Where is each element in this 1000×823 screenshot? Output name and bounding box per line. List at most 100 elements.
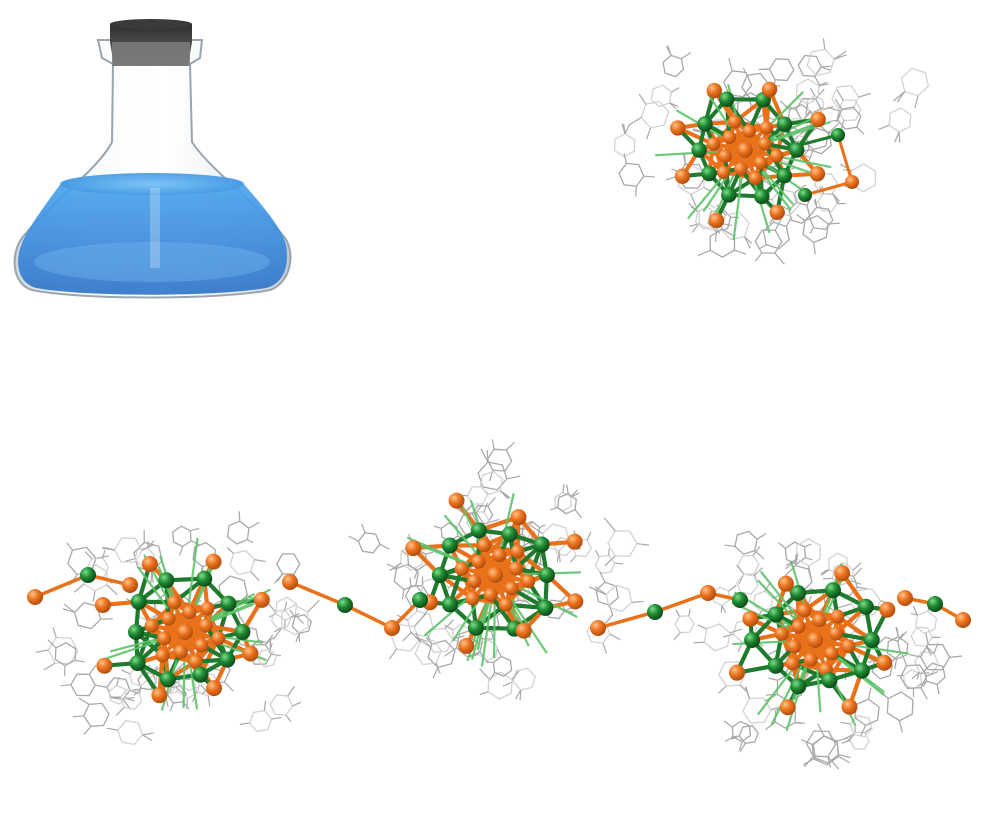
gold-atom [774,626,789,641]
metal-atoms [670,81,859,229]
green-atom [824,582,841,599]
green-atom [798,188,812,202]
ligand-bond [138,685,142,695]
gold-atom [173,644,188,659]
metal-ligand-bond [493,603,496,659]
gold-atom [708,212,725,229]
ligand-bond [805,557,813,561]
green-atom [701,165,717,182]
gold-atom [492,548,507,563]
ligand-bond [794,554,797,566]
ligand-bond [817,723,825,737]
ligand-bond [444,624,454,631]
metal-ligand-bond [761,171,792,211]
ligand-bond [691,223,700,233]
gold-atom [734,162,748,176]
gold-atom [809,166,826,182]
ligand-bond [248,521,260,529]
ligand-ring [281,604,309,636]
green-atom [130,593,147,610]
gold-atom [834,565,851,582]
ligand-bond [361,523,366,533]
erlenmeyer-flask-icon [13,19,292,299]
ligand-bond [179,546,184,556]
ligand-bond [916,672,920,680]
ligand-bond [631,600,644,603]
ligand-bond [401,550,409,556]
ligand-bond [673,632,681,641]
ligand-bond [949,655,963,658]
gold-atom [515,622,532,639]
ligand-bond [295,614,304,625]
ligand-bond [207,695,211,707]
ligand-bond [828,119,838,123]
ligand-ring [613,132,636,158]
bridging-green-atom [412,592,428,608]
green-atom [129,655,146,672]
ligand-sticks [613,38,930,265]
gold-atom [759,120,774,135]
gold-atom [477,538,492,553]
bridging-gold-atom [27,589,43,605]
green-atom [158,572,175,589]
green-atom [776,116,793,132]
ligand-bond [402,632,412,642]
ligand-ring [270,609,292,630]
ligand-bond [925,633,929,645]
ligand-bond [115,706,125,717]
ligand-bond [858,92,872,98]
ligand-bond [435,662,441,674]
ligand-bond [809,87,816,97]
ligand-bond [35,649,49,653]
ligand-ring [108,684,127,705]
ligand-bond [827,756,840,770]
bridge-bond [288,580,347,607]
green-atom [697,116,713,132]
ligand-bond [898,131,901,143]
green-atom [754,188,770,205]
ligand-bond [444,619,454,629]
ligand-bond [911,671,920,680]
ligand-bond [821,65,832,68]
ligand-ring [554,491,572,512]
ligand-bond [795,721,805,724]
ligand-ring [850,588,882,617]
ligand-bond [910,612,918,616]
ligand-ring [742,697,772,724]
gold-atom [504,581,519,596]
gold-atom [483,587,498,602]
ligand-bond [92,590,96,602]
ligand-bond [586,531,592,541]
ligand-bond [608,605,614,616]
ligand-bond [562,484,565,493]
bridging-green-atom [927,596,943,612]
ligand-bond [818,81,828,87]
green-atom [538,567,555,583]
gold-atom [487,567,503,583]
ligand-bond [401,589,405,600]
ligand-bond [780,205,790,211]
gold-atom [177,624,193,640]
ligand-bond [479,691,489,696]
ligand-bond [813,200,818,208]
ligand-ring [275,553,301,575]
ligand-bond [491,439,495,450]
ligand-bond [142,732,154,736]
gold-atom [830,609,845,624]
ligand-bond [570,489,578,498]
ligand-bond [723,720,733,728]
ligand-ring [849,731,870,750]
ligand-bond [413,569,419,580]
ligand-ring [831,85,860,111]
metal-ligand-bond [732,177,743,241]
gold-atom [508,561,523,576]
ligand-bond [602,642,608,654]
gold-atom [769,149,784,163]
ligand-bond [258,639,268,644]
metal-ligand-bond [187,537,199,604]
ligand-bond [796,213,806,222]
gold-atom [706,137,721,151]
green-atom [821,672,838,689]
ligand-ring [70,673,97,697]
ligand-bond [808,149,814,161]
